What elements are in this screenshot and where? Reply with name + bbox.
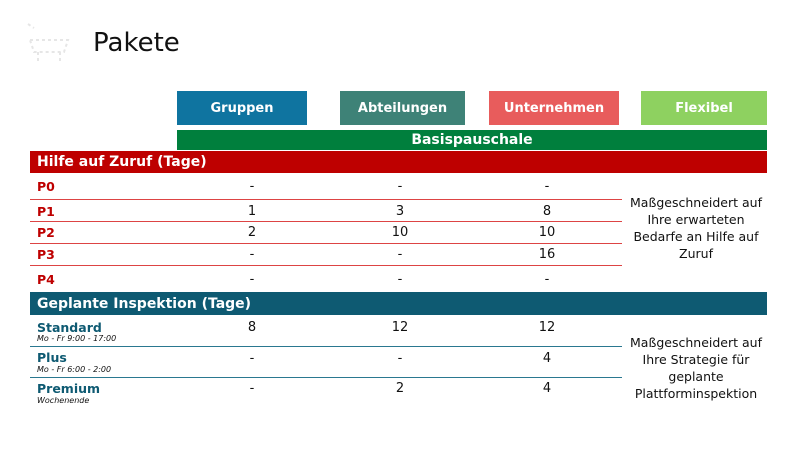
base-fee-bar: Basispauschale [177, 130, 767, 150]
row-label-standard: Standard [37, 320, 102, 335]
package-flexibel: Flexibel [641, 91, 767, 125]
package-gruppen: Gruppen [177, 91, 307, 125]
row-divider [30, 243, 622, 244]
cell-standard-gruppen: 8 [247, 320, 257, 335]
cell-premium-gruppen: - [249, 381, 255, 396]
row-label-plus: Plus [37, 350, 67, 365]
row-divider [30, 199, 622, 200]
row-label-p0: P0 [37, 179, 55, 194]
row-label-p2: P2 [37, 225, 55, 240]
cell-p1-gruppen: 1 [247, 204, 257, 219]
row-sub-premium: Wochenende [37, 396, 90, 405]
row-divider [30, 346, 622, 347]
cell-premium-abteilungen: 2 [395, 381, 405, 396]
row-label-premium: Premium [37, 381, 101, 396]
cell-p0-unternehmen: - [544, 179, 550, 194]
section-inspection-header: Geplante Inspektion (Tage) [30, 292, 767, 315]
section-on-call-header: Hilfe auf Zuruf (Tage) [30, 151, 767, 173]
row-label-p3: P3 [37, 247, 55, 262]
row-label-p4: P4 [37, 272, 55, 287]
cell-p2-abteilungen: 10 [391, 225, 409, 240]
company-logo [27, 23, 70, 62]
cell-standard-unternehmen: 12 [538, 320, 556, 335]
cell-p2-unternehmen: 10 [538, 225, 556, 240]
cell-p3-abteilungen: - [397, 247, 403, 262]
cell-p3-gruppen: - [249, 247, 255, 262]
cell-p3-unternehmen: 16 [538, 247, 556, 262]
cell-p1-unternehmen: 8 [542, 204, 552, 219]
page-title: Pakete [93, 28, 180, 58]
cell-plus-unternehmen: 4 [542, 351, 552, 366]
section1-flexible-note: Maßgeschneidert auf Ihre erwarteten Beda… [630, 195, 762, 261]
row-sub-plus: Mo - Fr 6:00 - 2:00 [37, 365, 112, 374]
cell-plus-gruppen: - [249, 351, 255, 366]
cell-p4-abteilungen: - [397, 272, 403, 287]
row-divider [30, 265, 622, 266]
package-unternehmen: Unternehmen [489, 91, 619, 125]
row-divider [30, 377, 622, 378]
cell-p0-abteilungen: - [397, 179, 403, 194]
cell-p4-gruppen: - [249, 272, 255, 287]
section2-flexible-note: Maßgeschneidert auf Ihre Strategie für g… [630, 335, 762, 401]
row-sub-standard: Mo - Fr 9:00 - 17:00 [37, 334, 117, 343]
cell-p2-gruppen: 2 [247, 225, 257, 240]
cell-standard-abteilungen: 12 [391, 320, 409, 335]
cell-premium-unternehmen: 4 [542, 381, 552, 396]
cell-p0-gruppen: - [249, 179, 255, 194]
row-divider [30, 221, 622, 222]
cell-p4-unternehmen: - [544, 272, 550, 287]
cell-p1-abteilungen: 3 [395, 204, 405, 219]
package-abteilungen: Abteilungen [340, 91, 465, 125]
row-label-p1: P1 [37, 204, 55, 219]
cell-plus-abteilungen: - [397, 351, 403, 366]
